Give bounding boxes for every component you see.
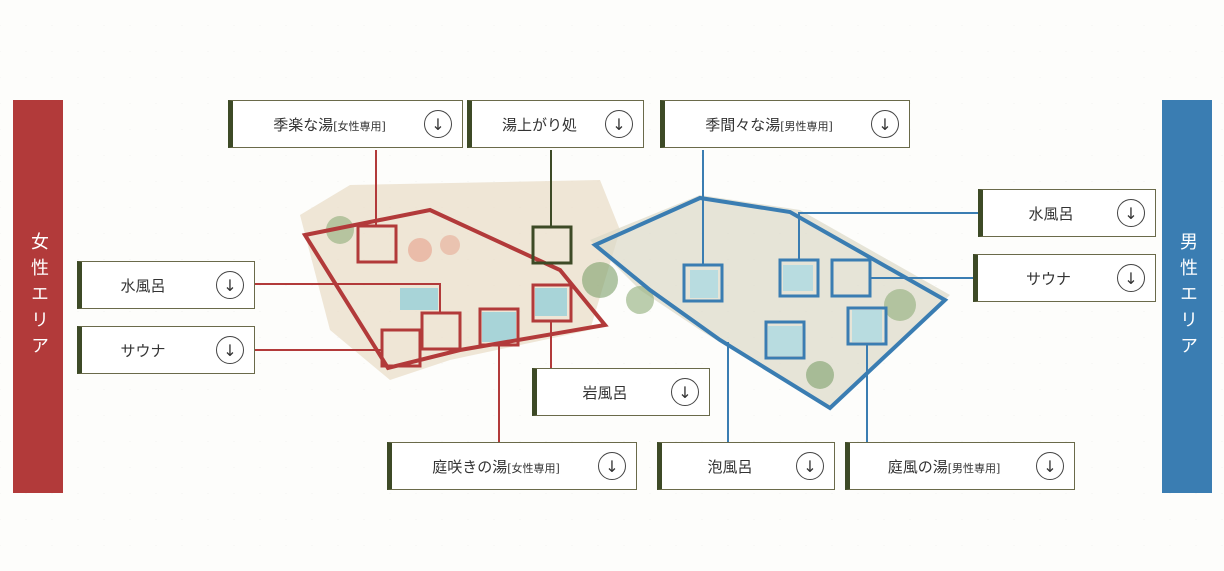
label-niwakaze-no-yu[interactable]: 庭風の湯[男性専用] ↓ [845,442,1075,490]
label-sub: [男性専用] [947,461,1001,475]
label-iwaburo[interactable]: 岩風呂 ↓ [532,368,710,416]
down-arrow-icon[interactable]: ↓ [1117,199,1145,227]
men-area-label: 男性エリア [1177,231,1198,362]
label-men-sauna[interactable]: サウナ ↓ [973,254,1156,302]
label-main: 水風呂 [1028,204,1074,223]
men-area-bar: 男性エリア [1162,100,1212,493]
label-sub: [女性専用] [507,461,560,475]
label-main: 泡風呂 [707,457,753,476]
down-arrow-icon[interactable]: ↓ [796,452,824,480]
down-arrow-icon[interactable]: ↓ [424,110,452,138]
label-sub: [男性専用] [780,119,833,133]
label-awaburo[interactable]: 泡風呂 ↓ [657,442,835,490]
label-sub: [女性専用] [333,119,386,133]
down-arrow-icon[interactable]: ↓ [871,110,899,138]
label-main: 岩風呂 [582,383,628,402]
down-arrow-icon[interactable]: ↓ [605,110,633,138]
label-main: サウナ [120,341,166,360]
down-arrow-icon[interactable]: ↓ [598,452,626,480]
label-main: 湯上がり処 [501,115,577,134]
label-main: サウナ [1025,269,1071,288]
label-main: 庭咲きの湯 [432,457,508,476]
down-arrow-icon[interactable]: ↓ [1036,452,1064,480]
down-arrow-icon[interactable]: ↓ [216,336,244,364]
label-men-mizuburo[interactable]: 水風呂 ↓ [978,189,1156,237]
label-shiraku-no-yu[interactable]: 季楽な湯[女性専用] ↓ [228,100,463,148]
down-arrow-icon[interactable]: ↓ [1117,264,1145,292]
label-niwasaki-no-yu[interactable]: 庭咲きの湯[女性専用] ↓ [387,442,637,490]
label-women-mizuburo[interactable]: 水風呂 ↓ [77,261,255,309]
women-area-label: 女性エリア [28,231,49,362]
women-area-bar: 女性エリア [13,100,63,493]
down-arrow-icon[interactable]: ↓ [216,271,244,299]
label-main: 季間々な湯 [705,115,781,134]
label-women-sauna[interactable]: サウナ ↓ [77,326,255,374]
label-main: 水風呂 [120,276,166,295]
label-main: 季楽な湯 [273,115,334,134]
label-yuagari-dokoro[interactable]: 湯上がり処 ↓ [467,100,644,148]
label-main: 庭風の湯 [887,457,948,476]
label-kima-no-yu[interactable]: 季間々な湯[男性専用] ↓ [660,100,910,148]
down-arrow-icon[interactable]: ↓ [671,378,699,406]
